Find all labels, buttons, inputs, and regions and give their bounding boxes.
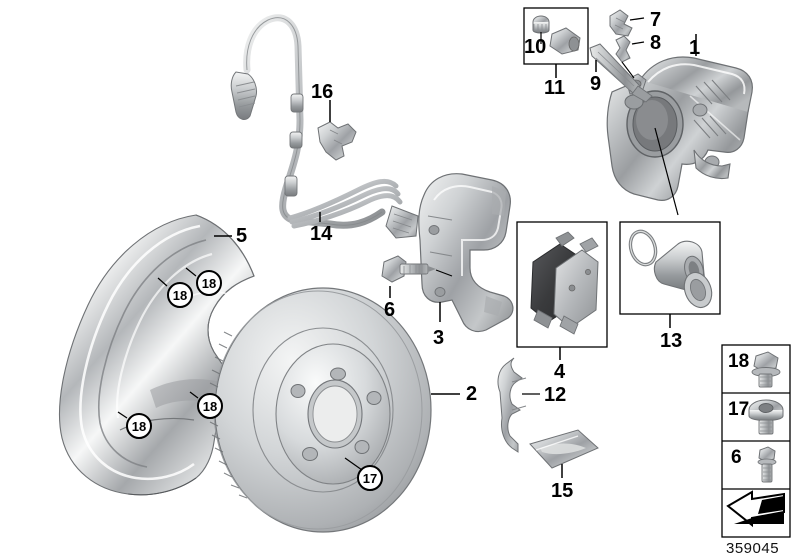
- callout-18-c: 18: [197, 393, 223, 419]
- carrier-bolt-art: [381, 255, 453, 298]
- wear-sensor-cable-art: [230, 14, 419, 239]
- callout-8: 8: [650, 32, 662, 54]
- pad-retaining-spring-art: [497, 357, 540, 453]
- hex-flange-bolt-icon: [751, 351, 781, 388]
- callout-11: 11: [544, 77, 566, 99]
- brake-caliper-art: [606, 34, 753, 216]
- shield-bolt-leaders: [117, 267, 199, 419]
- callout-15: 15: [551, 480, 574, 502]
- callout-10: 10: [524, 36, 547, 58]
- callout-5: 5: [236, 225, 248, 247]
- callout-14: 14: [310, 223, 333, 245]
- legend-number-18: 18: [728, 351, 750, 372]
- callout-18-a: 18: [196, 270, 222, 296]
- diagram-image-number: 359045: [726, 540, 780, 557]
- legend-number-6: 6: [731, 447, 742, 468]
- callout-3: 3: [433, 327, 445, 349]
- legend-number-17: 17: [728, 399, 750, 420]
- caliper-carrier-art: [418, 173, 514, 333]
- bleeder-parts-box: [523, 7, 589, 78]
- callout-4: 4: [554, 361, 566, 383]
- callout-6: 6: [384, 299, 396, 321]
- direction-arrow-icon: [726, 490, 785, 528]
- bleeder-valve-art: [609, 9, 645, 37]
- brake-pads-box: [516, 221, 608, 360]
- callout-18-d: 18: [126, 413, 152, 439]
- callout-1: 1: [689, 37, 701, 59]
- callout-9: 9: [590, 73, 602, 95]
- callout-7: 7: [650, 9, 662, 31]
- sensor-cable-bracket-art: [317, 100, 357, 161]
- callout-12: 12: [544, 384, 567, 406]
- guide-pin-art: [589, 43, 653, 103]
- piston-kit-box: [619, 221, 721, 328]
- callout-16: 16: [311, 81, 334, 103]
- callout-13: 13: [660, 330, 683, 352]
- carrier-bolt-icon: [757, 446, 777, 483]
- retaining-clip-art: [615, 35, 645, 79]
- wheel-stud-bolt-icon: [748, 399, 784, 435]
- callout-2: 2: [466, 383, 478, 405]
- callout-18-b: 18: [167, 282, 193, 308]
- callout-17: 17: [357, 465, 383, 491]
- brake-disc-art: [208, 287, 460, 533]
- anti-squeal-shim-art: [529, 429, 599, 478]
- hardware-legend-box: [721, 344, 791, 538]
